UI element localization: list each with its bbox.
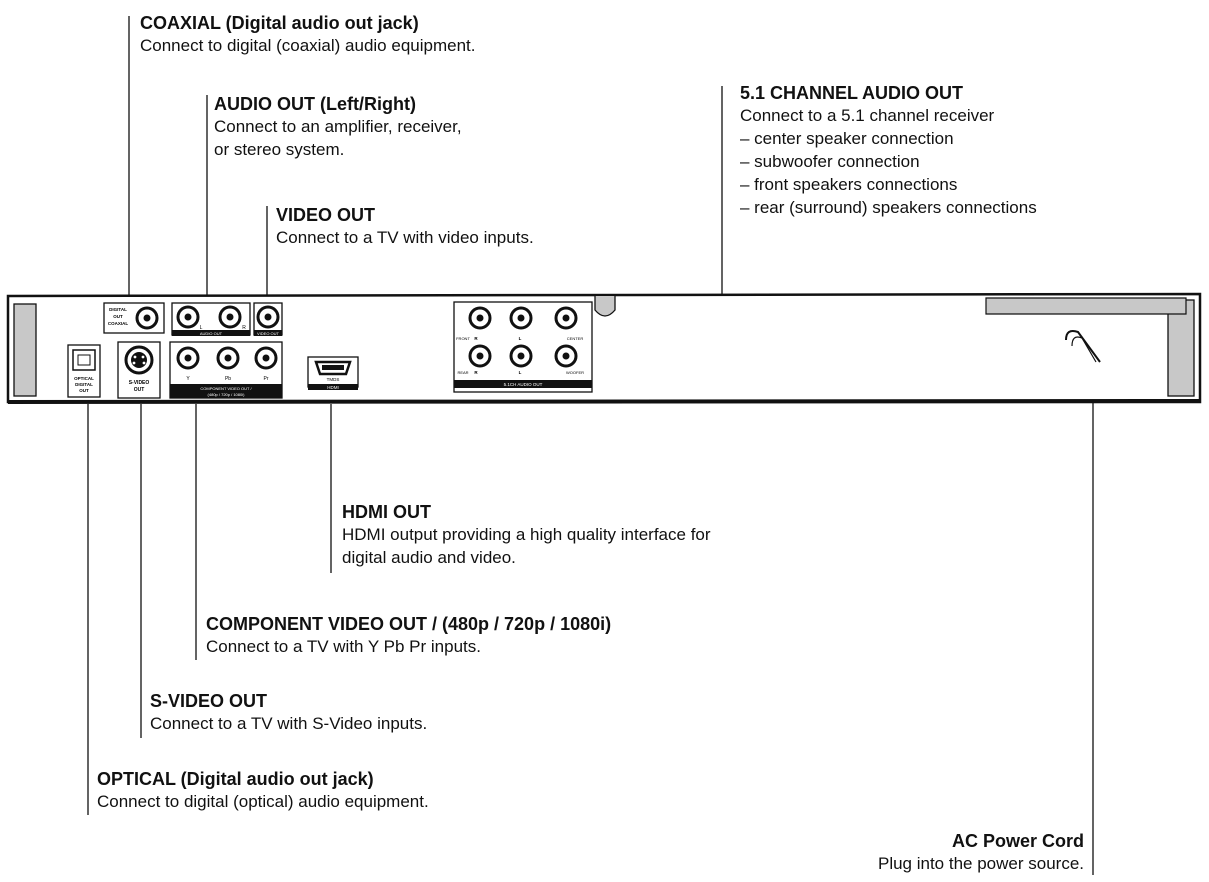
video-out-jack: VIDEO OUT	[253, 302, 283, 336]
hdmi-jack: TMDS HDMI	[307, 356, 359, 390]
callout-svideo: S-VIDEO OUT Connect to a TV with S-Video…	[150, 690, 427, 735]
coaxial-label-2: OUT	[113, 314, 123, 319]
svideo-desc: Connect to a TV with S-Video inputs.	[150, 714, 428, 733]
coaxial-jack: DIGITAL OUT COAXIAL	[103, 302, 165, 334]
callout-hdmi: HDMI OUT HDMI output providing a high qu…	[342, 501, 711, 569]
coaxial-title: COAXIAL (Digital audio out jack)	[140, 13, 419, 33]
hdmi-desc-2: digital audio and video.	[342, 548, 516, 567]
ch51-item-rear: – rear (surround) speakers connections	[740, 198, 1037, 217]
coaxial-label-3: COAXIAL	[108, 321, 129, 326]
ac-power-title: AC Power Cord	[951, 831, 1084, 851]
audio-out-panel-label: AUDIO OUT	[200, 331, 223, 336]
callout-component: COMPONENT VIDEO OUT / (480p / 720p / 108…	[206, 613, 611, 658]
callout-optical: OPTICAL (Digital audio out jack) Connect…	[97, 768, 429, 813]
ch51-panel-label: 5.1CH AUDIO OUT	[504, 382, 543, 387]
svideo-label-1: S-VIDEO	[129, 380, 150, 386]
optical-jack: OPTICAL DIGITAL OUT	[67, 344, 101, 398]
video-out-title: VIDEO OUT	[276, 205, 376, 225]
ch51-title: 5.1 CHANNEL AUDIO OUT	[740, 83, 964, 103]
component-label-2: (480p / 720p / 1080i)	[208, 392, 246, 397]
chassis	[6, 292, 1202, 404]
optical-desc: Connect to digital (optical) audio equip…	[97, 792, 429, 811]
optical-label-2: DIGITAL	[75, 382, 93, 387]
front-label: FRONT	[456, 336, 470, 341]
coaxial-label-1: DIGITAL	[109, 307, 127, 312]
audio-out-desc-2: or stereo system.	[214, 140, 345, 159]
component-label-1: COMPONENT VIDEO OUT /	[200, 386, 252, 391]
callout-audio-out: AUDIO OUT (Left/Right) Connect to an amp…	[214, 93, 462, 161]
ch51-item-front: – front speakers connections	[740, 175, 958, 194]
comp-pb-label: Pb	[225, 376, 231, 382]
center-label: CENTER	[567, 336, 584, 341]
component-desc: Connect to a TV with Y Pb Pr inputs.	[206, 637, 481, 656]
ch51-audio-jacks: FRONT R L CENTER REAR R L WOOFER 5.1CH A…	[453, 301, 593, 393]
svideo-title: S-VIDEO OUT	[150, 691, 268, 711]
leader-lines	[87, 16, 1094, 875]
audio-out-title: AUDIO OUT (Left/Right)	[214, 94, 416, 114]
rear-l-label: L	[519, 370, 522, 375]
component-title: COMPONENT VIDEO OUT / (480p / 720p / 108…	[206, 614, 612, 634]
video-out-desc: Connect to a TV with video inputs.	[276, 228, 534, 247]
callout-video-out: VIDEO OUT Connect to a TV with video inp…	[276, 204, 534, 249]
ch51-desc: Connect to a 5.1 channel receiver	[740, 106, 995, 125]
audio-out-desc-1: Connect to an amplifier, receiver,	[214, 117, 462, 136]
component-video-jacks: Y Pb Pr COMPONENT VIDEO OUT / (480p / 72…	[169, 341, 283, 399]
callout-ac-power: AC Power Cord Plug into the power source…	[878, 830, 1084, 875]
hdmi-label-bottom: HDMI	[327, 385, 339, 390]
rear-r-label: R	[474, 370, 478, 375]
ac-power-desc: Plug into the power source.	[877, 854, 1084, 873]
s-video-jack: S-VIDEO OUT	[117, 341, 161, 399]
woofer-label: WOOFER	[566, 370, 584, 375]
hdmi-title: HDMI OUT	[342, 502, 431, 522]
svideo-label-2: OUT	[134, 387, 145, 393]
comp-y-label: Y	[186, 376, 190, 382]
audio-l-label: L	[200, 325, 203, 331]
rear-label: REAR	[457, 370, 468, 375]
hdmi-label-top: TMDS	[327, 377, 340, 382]
front-r-label: R	[474, 336, 478, 341]
video-out-panel-label: VIDEO OUT	[257, 331, 280, 336]
audio-r-label: R	[242, 325, 246, 331]
ch51-item-center: – center speaker connection	[740, 129, 954, 148]
optical-label-3: OUT	[79, 388, 89, 393]
callout-51ch: 5.1 CHANNEL AUDIO OUT Connect to a 5.1 c…	[740, 82, 1037, 219]
callout-coaxial: COAXIAL (Digital audio out jack) Connect…	[140, 12, 475, 57]
coaxial-desc: Connect to digital (coaxial) audio equip…	[140, 36, 476, 55]
audio-out-jacks: AUDIO OUT L R	[171, 302, 251, 336]
ch51-item-subwoofer: – subwoofer connection	[740, 152, 920, 171]
front-l-label: L	[519, 336, 522, 341]
optical-title: OPTICAL (Digital audio out jack)	[97, 769, 374, 789]
optical-label-1: OPTICAL	[74, 376, 94, 381]
comp-pr-label: Pr	[264, 376, 269, 382]
hdmi-desc-1: HDMI output providing a high quality int…	[342, 525, 711, 544]
